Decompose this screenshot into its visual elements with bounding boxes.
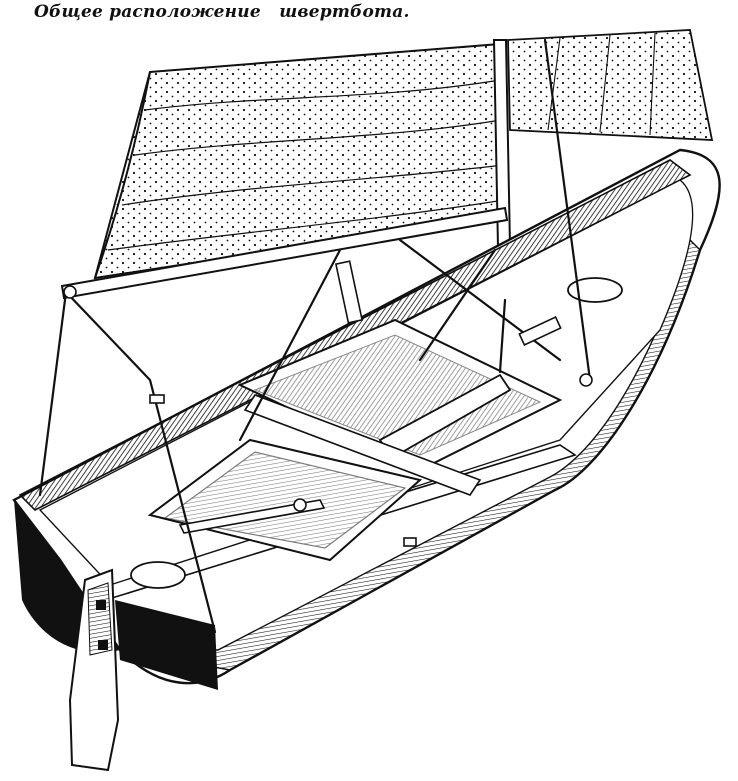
tiller bbox=[178, 498, 326, 534]
figure-caption: Общее расположение швертбота. bbox=[34, 2, 410, 22]
mainsail bbox=[93, 42, 507, 280]
fittings bbox=[63, 260, 593, 547]
rudder bbox=[68, 568, 120, 772]
boom bbox=[60, 206, 509, 300]
deck-hatches bbox=[130, 277, 623, 589]
cockpit bbox=[147, 318, 563, 562]
jib-sail bbox=[507, 29, 714, 141]
rigging bbox=[38, 38, 592, 634]
